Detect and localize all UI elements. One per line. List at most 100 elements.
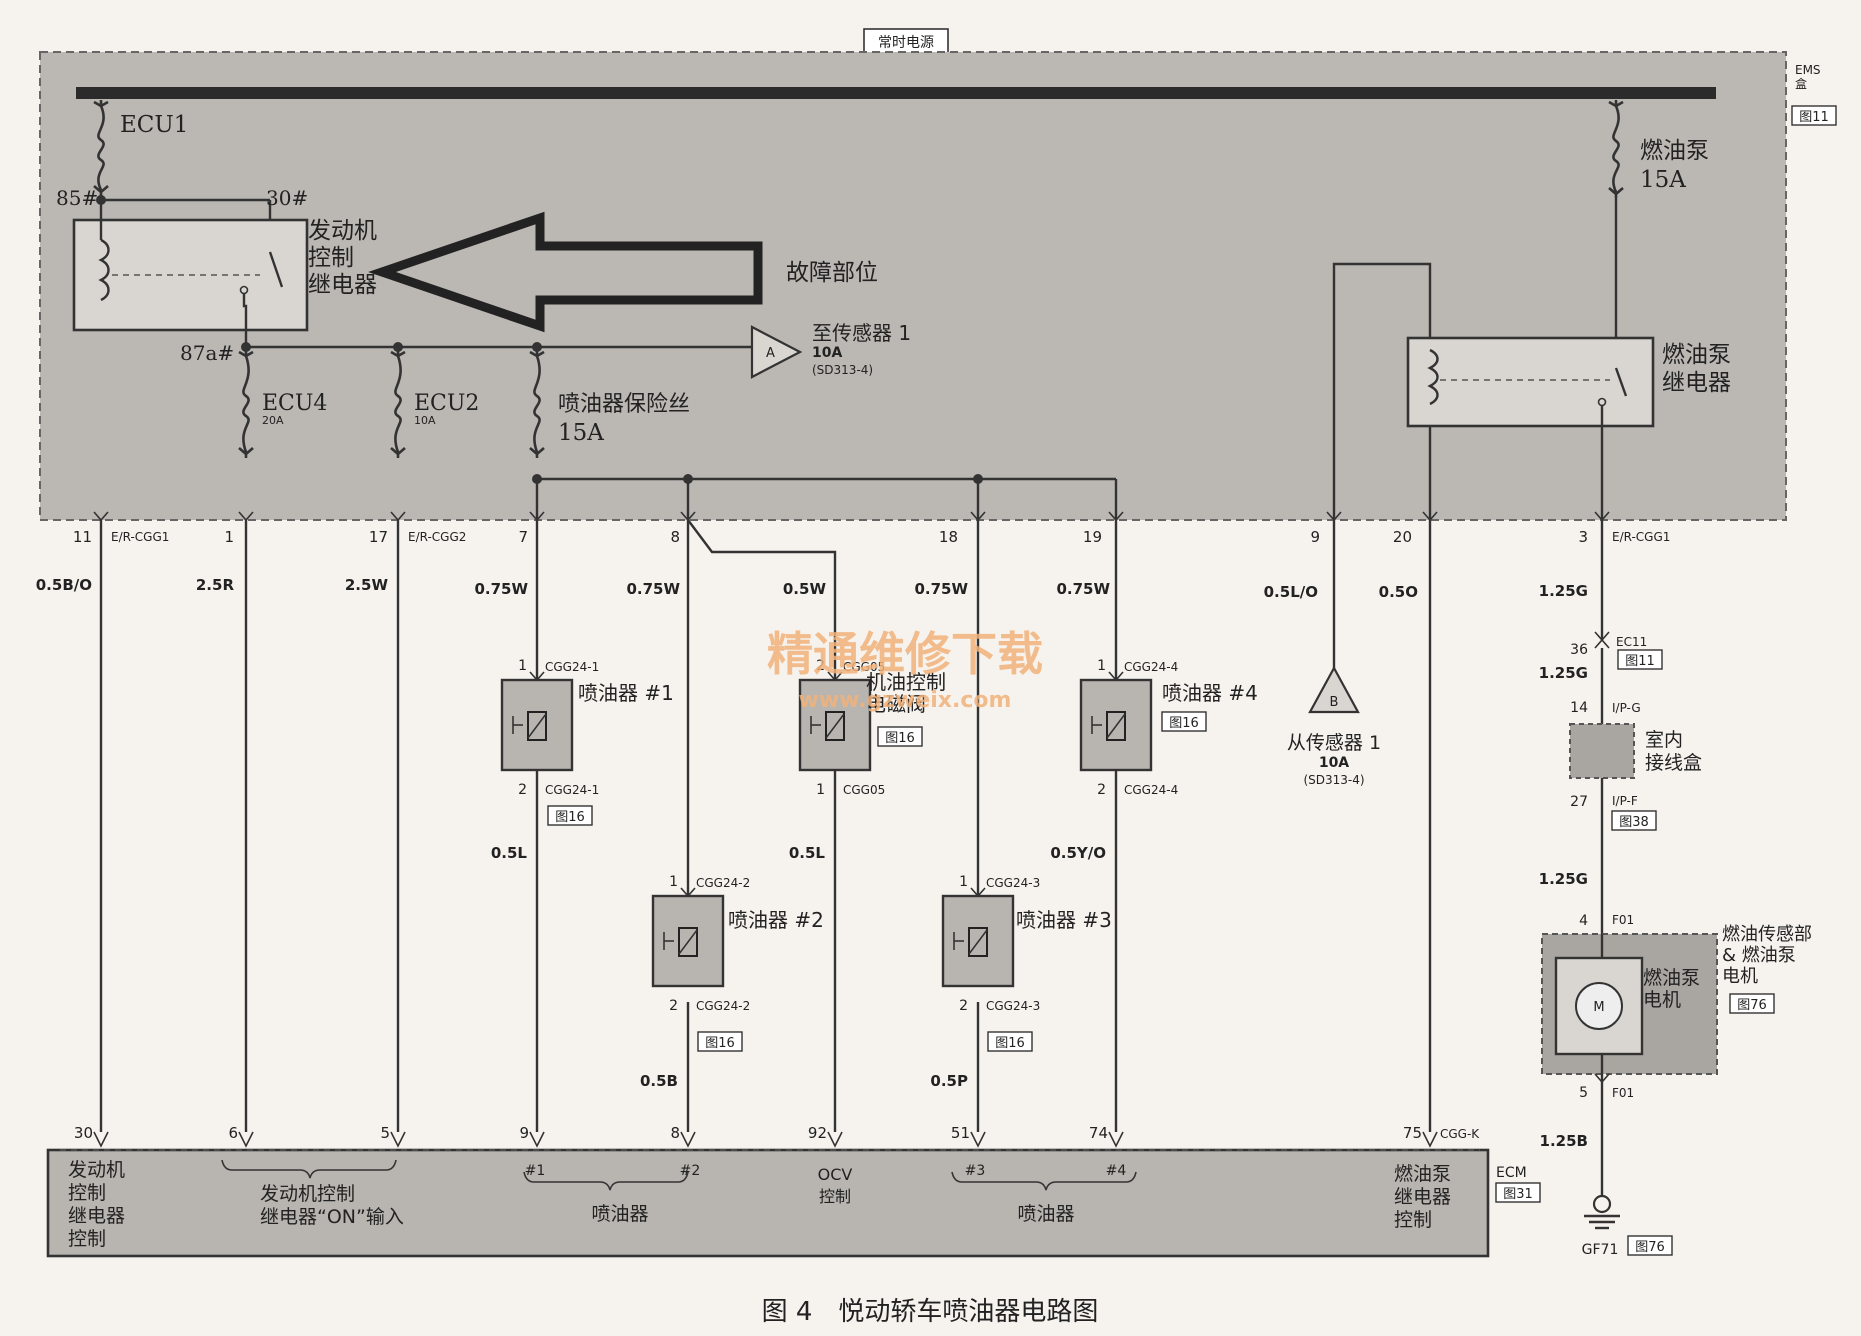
- component-4-ref: 图16: [1169, 716, 1199, 731]
- ecm-inj-b-label: 喷油器: [1017, 1203, 1074, 1225]
- ecm-fuel-pump-ctrl-label: 燃油泵继电器控制: [1394, 1163, 1451, 1231]
- component-2-ref-frame: [877, 726, 923, 747]
- connector-A-triangle: [750, 325, 803, 379]
- ems-wire-9: 0.5O: [1379, 583, 1418, 601]
- motor-letter: M: [1593, 1000, 1604, 1015]
- component-4-solenoid: [1106, 711, 1126, 741]
- fuel-pump-fuse-amp: 15A: [1640, 167, 1686, 193]
- ground-ref: 图76: [1635, 1240, 1665, 1255]
- connector-B-letter: B: [1330, 695, 1339, 710]
- engine-relay-label: 发动机控制继电器: [308, 218, 377, 298]
- component-2-solenoid: [825, 711, 845, 741]
- ems-wire-1: 2.5R: [196, 576, 235, 594]
- component-3-ref: 图16: [995, 1036, 1025, 1051]
- from-sensor-code: (SD313-4): [1303, 773, 1364, 787]
- ecm-pin-0: 30: [74, 1124, 93, 1142]
- ecm-pin-1: 6: [228, 1124, 238, 1142]
- junction-block-box: [1569, 723, 1635, 779]
- to-sensor-label: 至传感器 1: [812, 321, 911, 345]
- ecm-ref: 图31: [1503, 1187, 1533, 1202]
- sender-ref: 图76: [1737, 998, 1767, 1013]
- component-0-ref-frame: [547, 805, 593, 826]
- comp-1-top-pin: 1: [669, 874, 678, 890]
- jb-pin-bottom: 27: [1570, 794, 1588, 810]
- ems-wire-3: 0.75W: [474, 580, 528, 598]
- jb-conn-top: I/P-G: [1612, 701, 1641, 715]
- comp-4-out-wire: 0.5Y/O: [1050, 844, 1106, 862]
- ecm-inj-tag-4: #4: [1106, 1163, 1127, 1179]
- top-power-label: 常时电源: [878, 35, 934, 51]
- ems-ref-frame: [1791, 105, 1837, 126]
- from-sensor-amp: 10A: [1319, 755, 1349, 771]
- comp-3-out-wire: 0.5P: [930, 1072, 968, 1090]
- component-0-solenoid: [527, 711, 547, 741]
- fuel-pump-fuse-label: 燃油泵: [1640, 138, 1709, 164]
- component-4-name: 喷油器 #4: [1162, 681, 1258, 705]
- comp-1-out-wire: 0.5B: [640, 1072, 678, 1090]
- ecm-pin-4: 8: [670, 1124, 680, 1142]
- ecm-pin-arrow-1: [238, 1131, 254, 1148]
- figure-title: 图 4 悦动轿车喷油器电路图: [762, 1297, 1099, 1327]
- ecm-brace-inj-a: [523, 1171, 689, 1191]
- component-0-ref: 图16: [555, 810, 585, 825]
- fp-relay-contact-point: [1597, 397, 1607, 407]
- component-2-ref: 图16: [885, 731, 915, 746]
- comp-0-bottom-conn: CGG24-1: [545, 783, 599, 797]
- ground-wire-label: 1.25B: [1540, 1132, 1588, 1150]
- fuel-pump-fuse: [1608, 100, 1624, 198]
- ec11-pin: 36: [1570, 642, 1588, 658]
- ec11-wire-label: 1.25G: [1539, 664, 1588, 682]
- pin87a-label: 87a#: [180, 341, 234, 365]
- comp-0-out-wire: 0.5L: [491, 844, 528, 862]
- ems-pin-6: 18: [939, 528, 958, 546]
- sender-label: 燃油传感部& 燃油泵电机: [1722, 924, 1812, 987]
- comp-0-bottom-pin: 2: [518, 782, 527, 798]
- ems-pin-4: 8: [670, 528, 680, 546]
- injector-fuse: [529, 350, 545, 458]
- ecm-pin-arrow-0: [93, 1131, 109, 1148]
- ems-conn-0: E/R-CGG1: [111, 530, 169, 544]
- ec11-ref-frame: [1617, 649, 1663, 670]
- node-ecu2: [393, 342, 403, 352]
- ecm-inj-a-label: 喷油器: [591, 1203, 648, 1225]
- ems-conn-2: E/R-CGG2: [408, 530, 466, 544]
- comp-3-bottom-conn: CGG24-3: [986, 999, 1040, 1013]
- ecm-label: ECM: [1496, 1165, 1527, 1181]
- ground-label: GF71: [1582, 1242, 1619, 1258]
- ecm-pin-arrow-3: [529, 1131, 545, 1148]
- ecm-pin-arrow-4: [680, 1131, 696, 1148]
- component-1-name: 喷油器 #2: [728, 908, 824, 932]
- ems-pin-1: 1: [224, 528, 234, 546]
- from-sensor-label: 从传感器 1: [1287, 732, 1381, 754]
- node-injector-fuse: [532, 342, 542, 352]
- ecu2-fuse: [390, 350, 406, 458]
- component-2-slash: [825, 713, 845, 739]
- component-1-ref-frame: [697, 1031, 743, 1052]
- motor-label: 燃油泵电机: [1643, 967, 1700, 1011]
- ecu2-amp: 10A: [414, 414, 436, 427]
- watermark-text: 精通维修下载: [767, 627, 1043, 681]
- fuel-pump-relay-box: [1406, 336, 1655, 428]
- component-1-solenoid: [678, 927, 698, 957]
- comp-2-bottom-conn: CGG05: [843, 783, 885, 797]
- ground-ring: [1592, 1194, 1612, 1214]
- comp-0-top-pin: 1: [518, 658, 527, 674]
- ems-wire-0: 0.5B/O: [36, 576, 92, 594]
- ecm-pin-arrow-6: [970, 1131, 986, 1148]
- ecu4-label: ECU4: [262, 391, 327, 416]
- jb-ref: 图38: [1619, 815, 1649, 830]
- ems-wire-8: 0.5L/O: [1264, 583, 1318, 601]
- component-3-solenoid: [968, 927, 988, 957]
- ec11-pin-arrow-bottom: [1594, 638, 1610, 649]
- comp-2-top-conn: CGG05: [843, 660, 885, 674]
- component-4-slash: [1106, 713, 1126, 739]
- motor-pin-bottom: 5: [1579, 1085, 1588, 1101]
- comp-3-top-pin: 1: [959, 874, 968, 890]
- ecm-pin75-conn: CGG-K: [1440, 1127, 1480, 1141]
- fault-label: 故障部位: [786, 260, 878, 286]
- to-sensor-amp: 10A: [812, 345, 842, 361]
- ems-ref: 图11: [1799, 110, 1829, 125]
- ecm-pin-2: 5: [380, 1124, 390, 1142]
